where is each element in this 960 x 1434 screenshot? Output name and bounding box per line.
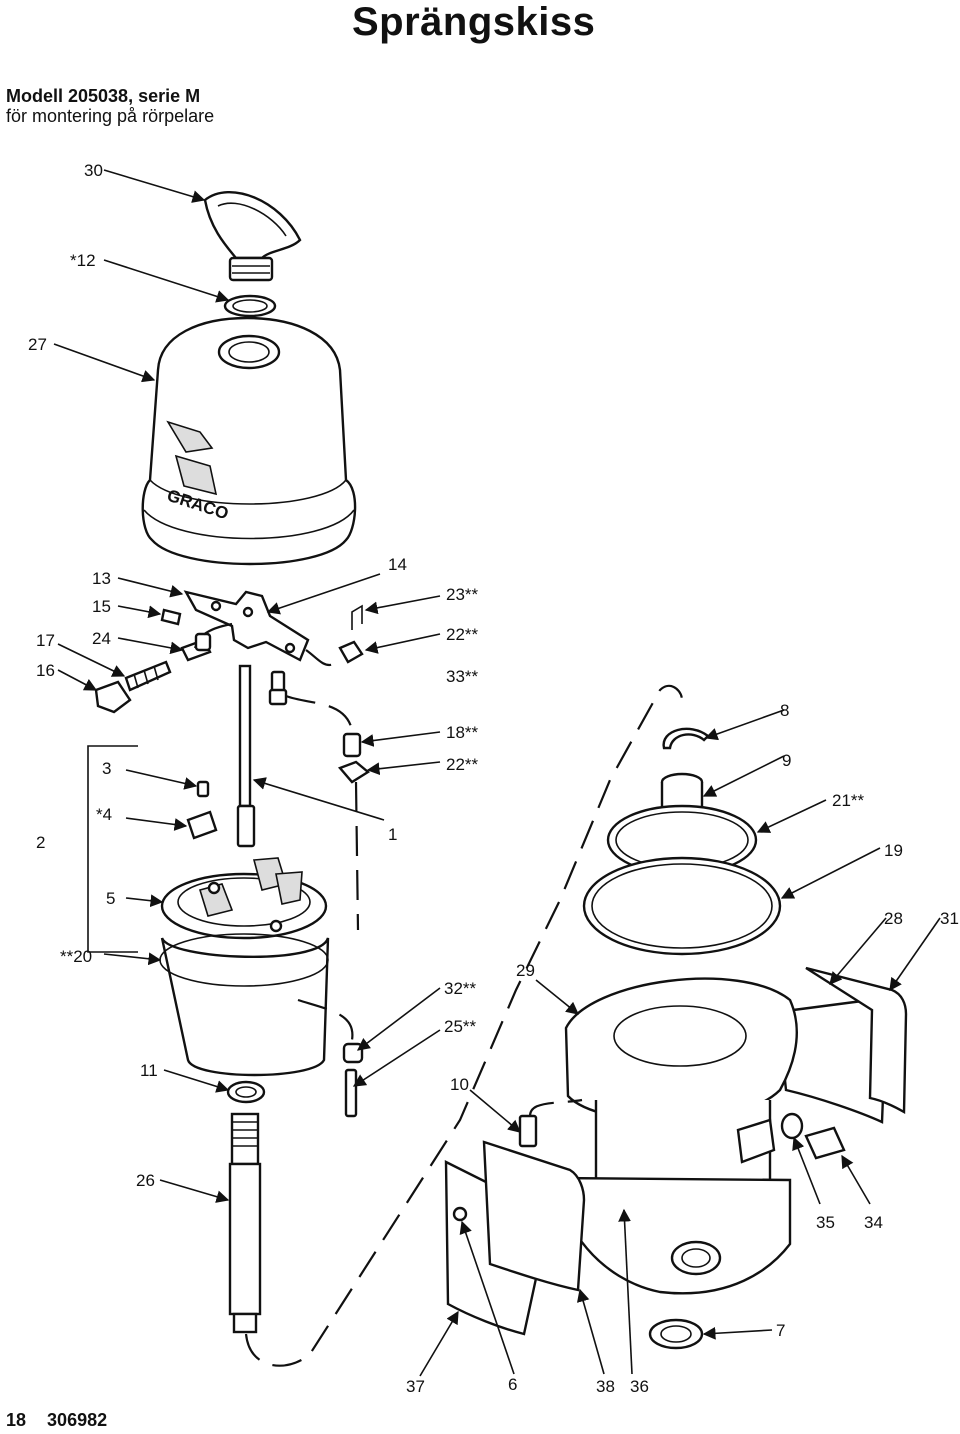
- callout-7: 7: [776, 1321, 785, 1340]
- o-ring-19: [582, 856, 782, 956]
- callout-12: *12: [70, 251, 96, 270]
- callout-22-upper: 22**: [446, 625, 479, 644]
- callout-15: 15: [92, 597, 111, 616]
- callout-3: 3: [102, 759, 111, 778]
- shield-31: [805, 966, 908, 1115]
- callout-38: 38: [596, 1377, 615, 1396]
- intake-tube-26: [228, 1112, 262, 1334]
- callout-35: 35: [816, 1213, 835, 1232]
- callout-37: 37: [406, 1377, 425, 1396]
- bolt-10: [518, 1114, 538, 1148]
- mount-description: för montering på rörpelare: [6, 106, 215, 126]
- callout-32: 32**: [444, 979, 477, 998]
- washer-35: [780, 1112, 804, 1140]
- callout-23: 23**: [446, 585, 479, 604]
- callout-9: 9: [782, 751, 791, 770]
- callout-33: 33**: [446, 667, 479, 686]
- clip-4: [186, 810, 218, 840]
- callout-24: 24: [92, 629, 111, 648]
- callout-14: 14: [388, 555, 407, 574]
- pump-base-housing: [554, 977, 798, 1295]
- wire-clip-14: [351, 604, 363, 630]
- callout-31: 31: [940, 909, 959, 928]
- callout-1: 1: [388, 825, 397, 844]
- callout-11: 11: [140, 1061, 158, 1080]
- callout-2: 2: [36, 833, 45, 852]
- callout-22-lower: 22**: [446, 755, 479, 774]
- callout-26: 26: [136, 1171, 155, 1190]
- page-title: Sprängskiss: [352, 0, 596, 44]
- callout-17: 17: [36, 631, 55, 650]
- fitting-34: [804, 1126, 846, 1160]
- callout-34: 34: [864, 1213, 883, 1232]
- callout-36: 36: [630, 1377, 649, 1396]
- seal-7: [648, 1318, 704, 1350]
- bracket-2: [87, 745, 138, 953]
- callout-10: 10: [450, 1075, 469, 1094]
- pump-rod-1: [238, 664, 252, 808]
- reservoir-cover-part: GRACO: [141, 316, 357, 566]
- leader-lines: [53, 169, 941, 1377]
- valve-lever-assembly: [94, 590, 310, 714]
- callout-30: 30: [84, 161, 103, 180]
- callout-18: 18**: [446, 723, 479, 742]
- callout-13: 13: [92, 569, 111, 588]
- handle-cap-part: [203, 190, 302, 282]
- callout-labels: 30 *12 27 13 15 17 24 16 14 23** 22** 33…: [28, 161, 959, 1396]
- callout-21: 21**: [832, 791, 865, 810]
- callout-27: 27: [28, 335, 47, 354]
- shield-38: [482, 1140, 586, 1292]
- screw-6: [452, 1206, 468, 1222]
- callout-8: 8: [780, 701, 789, 720]
- pump-head-assembly: [159, 857, 330, 1077]
- callout-4: *4: [96, 805, 112, 824]
- callout-19: 19: [884, 841, 903, 860]
- model-number: Modell 205038, serie M: [6, 86, 201, 106]
- callout-16: 16: [36, 661, 55, 680]
- page-footer: 18 306982: [6, 1410, 123, 1431]
- callout-28: 28: [884, 909, 903, 928]
- document-number: 306982: [47, 1410, 108, 1430]
- callout-6: 6: [508, 1375, 517, 1394]
- callout-25: 25**: [444, 1017, 477, 1036]
- snap-ring-8: [662, 727, 710, 750]
- callout-5: 5: [106, 889, 115, 908]
- gasket-11: [226, 1080, 266, 1104]
- o-ring-12: [223, 294, 277, 318]
- callout-29: 29: [516, 961, 535, 980]
- page-number: 18: [6, 1410, 27, 1430]
- model-caption: Modell 205038, serie M för montering på …: [6, 86, 214, 126]
- callout-20: **20: [60, 947, 92, 966]
